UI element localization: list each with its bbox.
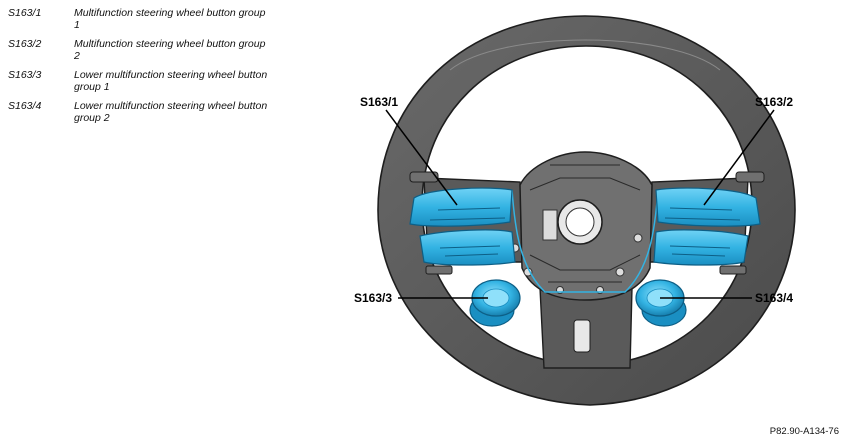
leader-line-s163-1 [385, 109, 458, 206]
button-group-s163-2-lower-row [653, 229, 749, 266]
legend-item: S163/4 Lower multifunction steering whee… [8, 100, 308, 131]
leader-line-s163-2 [703, 109, 775, 206]
button-group-s163-1 [409, 187, 513, 227]
leader-lines [385, 109, 775, 299]
lower-button-group-s163-3 [469, 279, 521, 327]
legend-code: S163/3 [8, 69, 42, 81]
legend-code: S163/2 [8, 38, 42, 50]
figure-reference: P82.90-A134-76 [769, 426, 839, 437]
steering-wheel-hub [510, 151, 659, 301]
legend-item: S163/1 Multifunction steering wheel butt… [8, 7, 308, 38]
shift-paddles [409, 171, 765, 275]
legend-code: S163/4 [8, 100, 42, 112]
button-group-s163-2 [655, 187, 761, 227]
legend: S163/1 Multifunction steering wheel butt… [8, 7, 308, 131]
legend-item: S163/3 Lower multifunction steering whee… [8, 69, 308, 100]
legend-description: Lower multifunction steering wheel butto… [74, 100, 268, 124]
legend-item: S163/2 Multifunction steering wheel butt… [8, 38, 308, 69]
legend-description: Multifunction steering wheel button grou… [74, 7, 266, 31]
legend-description: Lower multifunction steering wheel butto… [74, 69, 268, 93]
callout-s163-1: S163/1 [360, 95, 398, 109]
button-group-s163-1-lower-row [419, 229, 516, 266]
callout-s163-4: S163/4 [755, 291, 793, 305]
callout-s163-3: S163/3 [354, 291, 392, 305]
legend-code: S163/1 [8, 7, 42, 19]
lower-spoke-slot [573, 319, 591, 353]
callout-s163-2: S163/2 [755, 95, 793, 109]
legend-description: Multifunction steering wheel button grou… [74, 38, 266, 62]
lower-button-group-s163-4 [635, 279, 687, 327]
